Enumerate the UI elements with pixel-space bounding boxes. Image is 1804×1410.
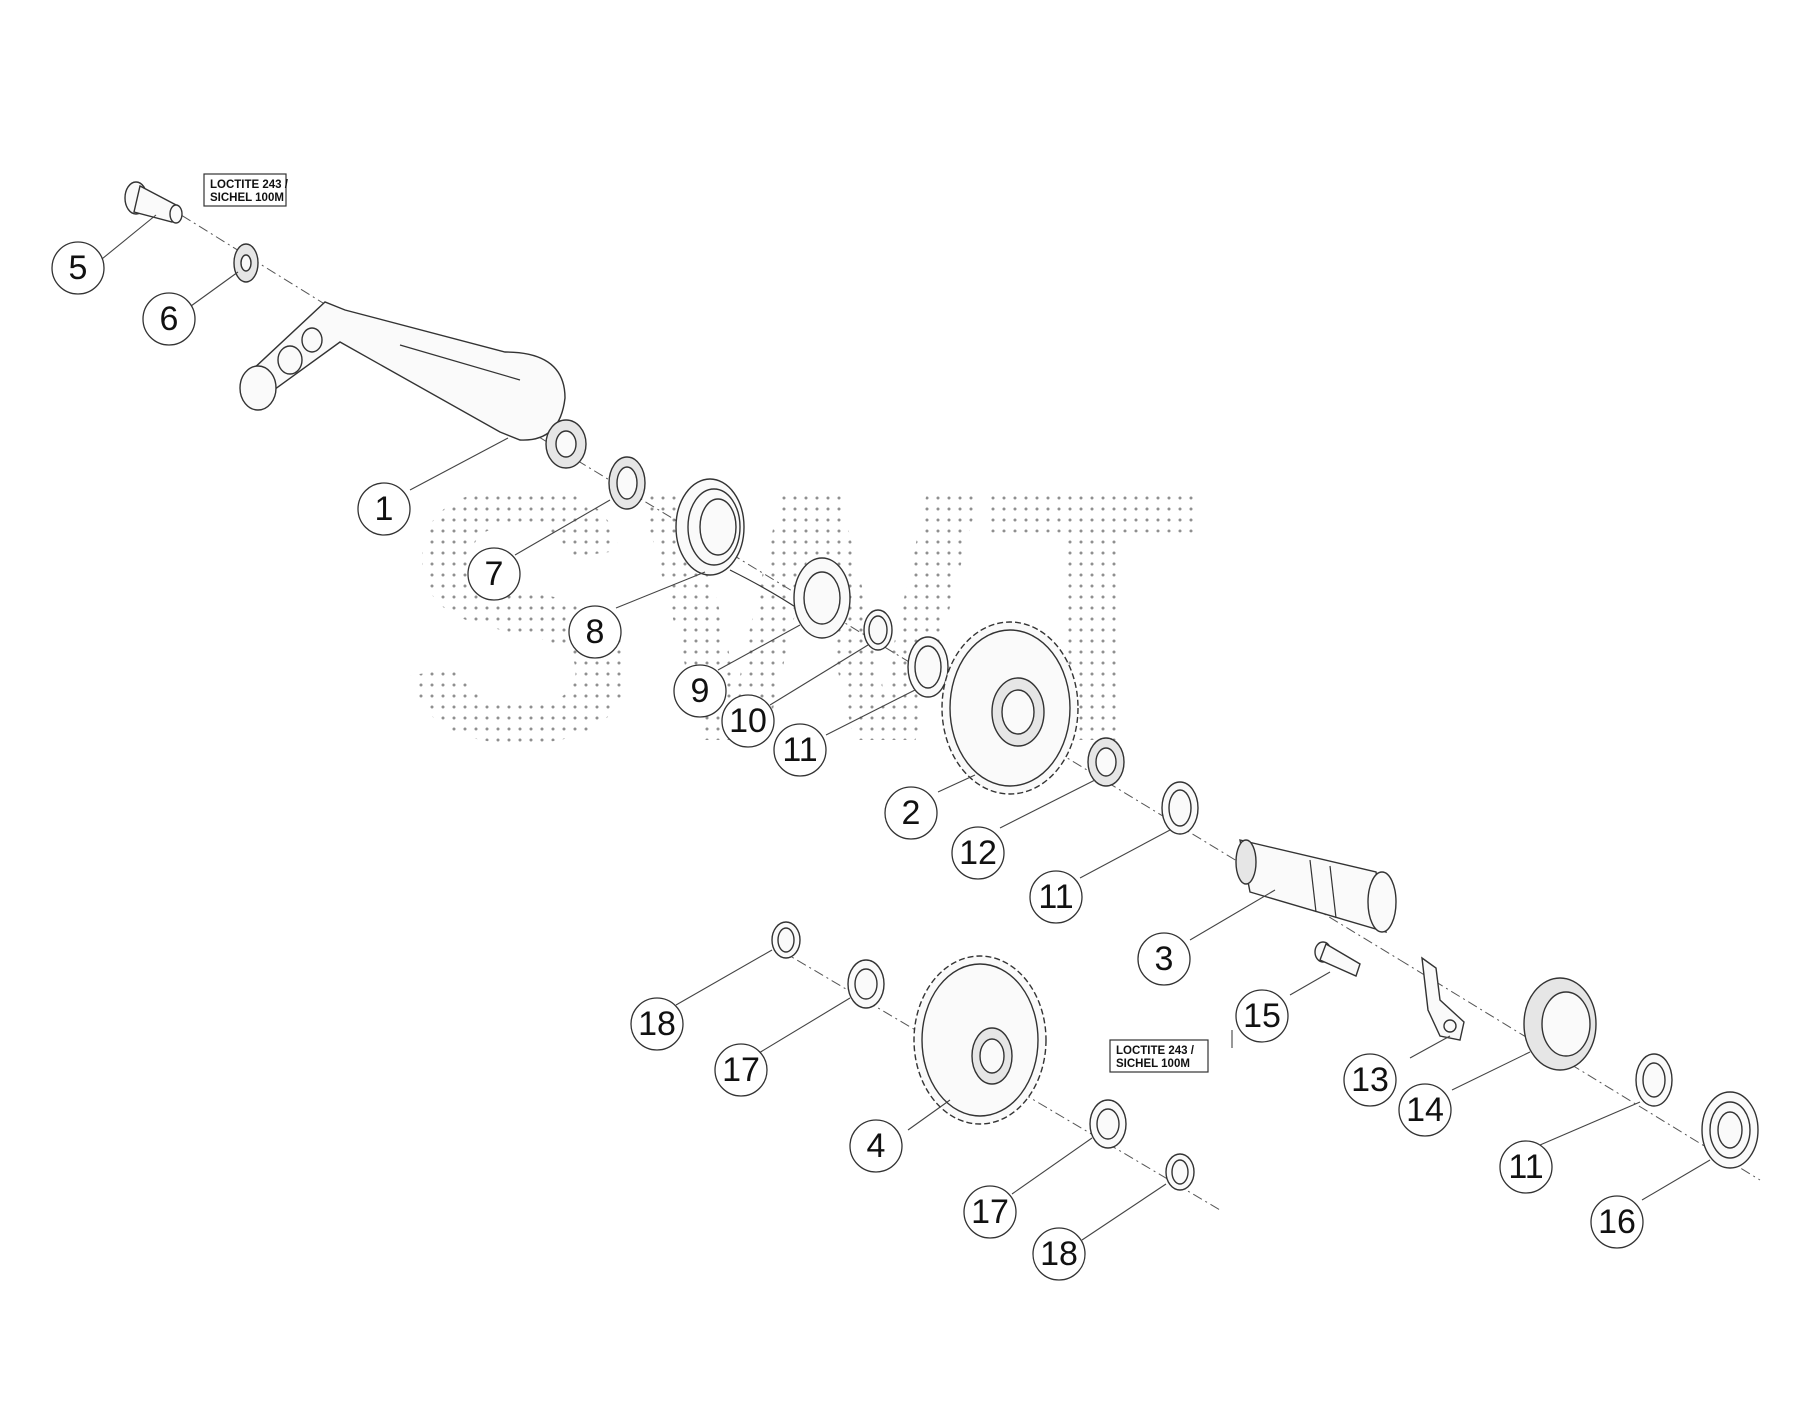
part-11-washer-b (1161, 781, 1199, 835)
part-17-washer-a (847, 959, 885, 1009)
part-2-gear (941, 621, 1079, 795)
svg-text:12: 12 (959, 834, 997, 872)
part-18-circlip-a (771, 921, 801, 959)
svg-text:11: 11 (1508, 1148, 1543, 1186)
part-14-ratchet (1523, 977, 1597, 1071)
svg-text:6: 6 (160, 300, 179, 338)
parts (124, 181, 1759, 1191)
part-7-seal (608, 456, 646, 510)
svg-text:15: 15 (1243, 997, 1281, 1035)
note-a-line1: LOCTITE 243 / (210, 179, 289, 191)
callout-17-a: 17 (714, 1043, 768, 1097)
callout-5: 5 (51, 241, 105, 295)
note-loctite-b: LOCTITE 243 / SICHEL 100M (1109, 1039, 1209, 1073)
callout-6: 6 (142, 292, 196, 346)
note-b-line1: LOCTITE 243 / (1116, 1045, 1195, 1057)
callout-2: 2 (884, 786, 938, 840)
callout-16: 16 (1590, 1195, 1644, 1249)
callout-10: 10 (721, 694, 775, 748)
svg-text:17: 17 (722, 1051, 760, 1089)
callout-13: 13 (1343, 1053, 1397, 1107)
callout-1: 1 (357, 482, 411, 536)
part-5-bolt (124, 181, 183, 224)
part-12-bearing (1087, 737, 1125, 787)
callout-15: 15 (1235, 989, 1289, 1043)
svg-text:9: 9 (691, 672, 710, 710)
callout-11-b: 11 (1029, 870, 1083, 924)
callout-14: 14 (1398, 1083, 1452, 1137)
note-loctite-a: LOCTITE 243 / SICHEL 100M (203, 173, 289, 207)
svg-text:10: 10 (729, 702, 767, 740)
callout-18-b: 18 (1032, 1227, 1086, 1281)
svg-text:8: 8 (586, 613, 605, 651)
callout-17-b: 17 (963, 1185, 1017, 1239)
callout-4: 4 (849, 1119, 903, 1173)
svg-text:14: 14 (1406, 1091, 1444, 1129)
part-9-disk (793, 557, 851, 639)
callout-12: 12 (951, 826, 1005, 880)
note-b-line2: SICHEL 100M (1116, 1058, 1190, 1070)
part-4-gear (913, 955, 1047, 1125)
svg-text:4: 4 (867, 1127, 886, 1165)
callout-8: 8 (568, 605, 622, 659)
part-11-washer-c (1635, 1053, 1673, 1107)
callouts: 5 6 1 7 8 9 10 11 2 12 11 3 15 13 14 11 … (51, 241, 1644, 1281)
svg-text:18: 18 (1040, 1235, 1078, 1273)
part-10-circlip (863, 609, 893, 651)
part-13-pawl (1421, 956, 1465, 1041)
part-16-spring (1701, 1091, 1759, 1169)
part-11-washer-a (907, 636, 949, 698)
part-6-washer (233, 243, 259, 283)
callout-11-c: 11 (1499, 1140, 1553, 1194)
callout-11-a: 11 (773, 723, 827, 777)
svg-text:11: 11 (782, 731, 817, 769)
callout-3: 3 (1137, 932, 1191, 986)
svg-text:5: 5 (69, 249, 88, 287)
svg-text:17: 17 (971, 1193, 1009, 1231)
part-3-shaft (1235, 839, 1397, 933)
part-17-washer-b (1089, 1099, 1127, 1149)
part-15-bolt (1314, 941, 1361, 977)
svg-text:2: 2 (902, 794, 921, 832)
svg-text:11: 11 (1038, 878, 1073, 916)
svg-text:1: 1 (375, 490, 394, 528)
part-1-kick-lever (239, 301, 587, 469)
callout-7: 7 (467, 547, 521, 601)
callout-9: 9 (673, 664, 727, 718)
part-18-circlip-b (1165, 1153, 1195, 1191)
svg-text:7: 7 (485, 555, 504, 593)
svg-text:3: 3 (1155, 940, 1174, 978)
leader-lines (96, 214, 1711, 1241)
callout-18-a: 18 (630, 997, 684, 1051)
svg-text:18: 18 (638, 1005, 676, 1043)
note-a-line2: SICHEL 100M (210, 192, 284, 204)
svg-text:13: 13 (1351, 1061, 1389, 1099)
svg-text:16: 16 (1598, 1203, 1636, 1241)
